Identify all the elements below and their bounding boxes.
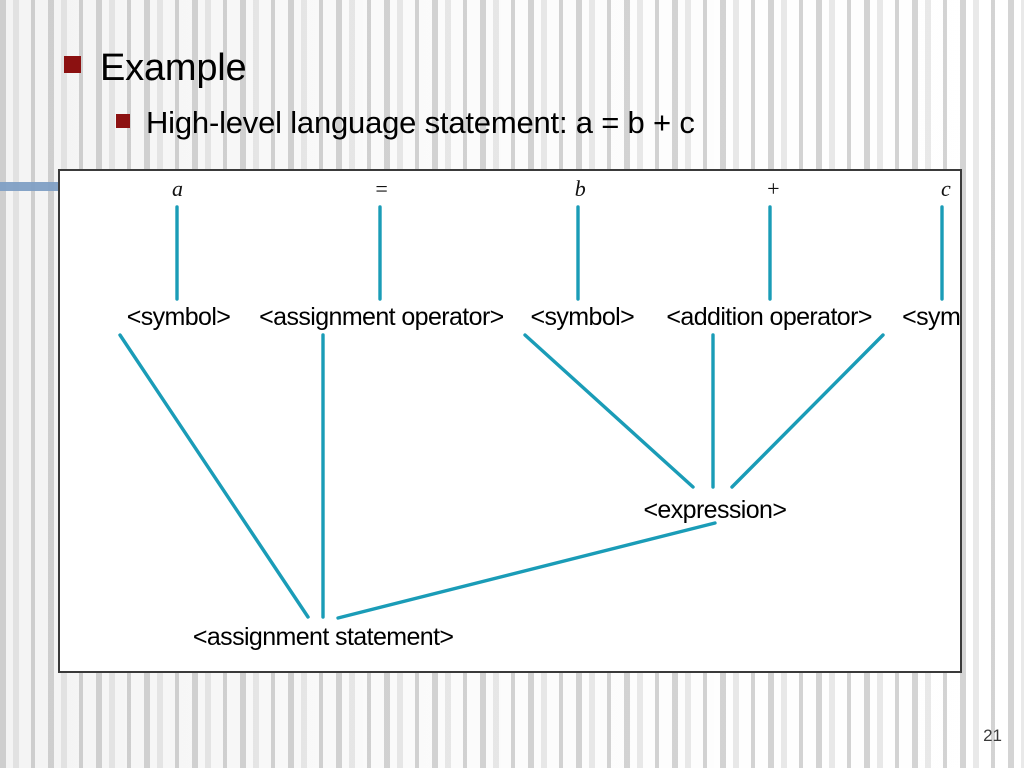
tree-edge [336,521,717,620]
parse-tree-edges [118,205,944,620]
bullet-item-statement: High-level language statement: a = b + c [116,106,695,140]
tree-edge [730,333,885,489]
tree-edge [118,333,310,619]
nonterminal-label: <expression> [643,495,787,524]
square-bullet-icon [116,114,130,128]
left-accent-bar [0,182,72,191]
bullet-item-example: Example [64,47,247,89]
terminal-label: = [373,176,389,202]
nonterminal-label: <assignment statement> [192,622,454,651]
page-number: 21 [983,726,1002,745]
tree-edge [523,333,695,489]
nonterminal-label: <assignment operator> [259,303,504,332]
terminal-label: a [172,176,184,202]
square-bullet-icon [64,56,81,73]
bullet-label-statement: High-level language statement: a = b + c [146,105,695,140]
terminal-label: b [574,176,586,202]
bullet-label-example: Example [100,47,247,89]
nonterminal-label: <symbol> [530,303,635,332]
terminal-label: c [941,176,951,202]
parse-tree-figure: a = b + c <symbol> <assignment operator> <symbo… [58,169,962,673]
nonterminal-label: <symbol> [126,303,231,332]
nonterminal-label: <addition operator> [666,303,872,332]
terminal-label: + [765,176,781,202]
nonterminal-label: <symbol> [902,303,961,332]
